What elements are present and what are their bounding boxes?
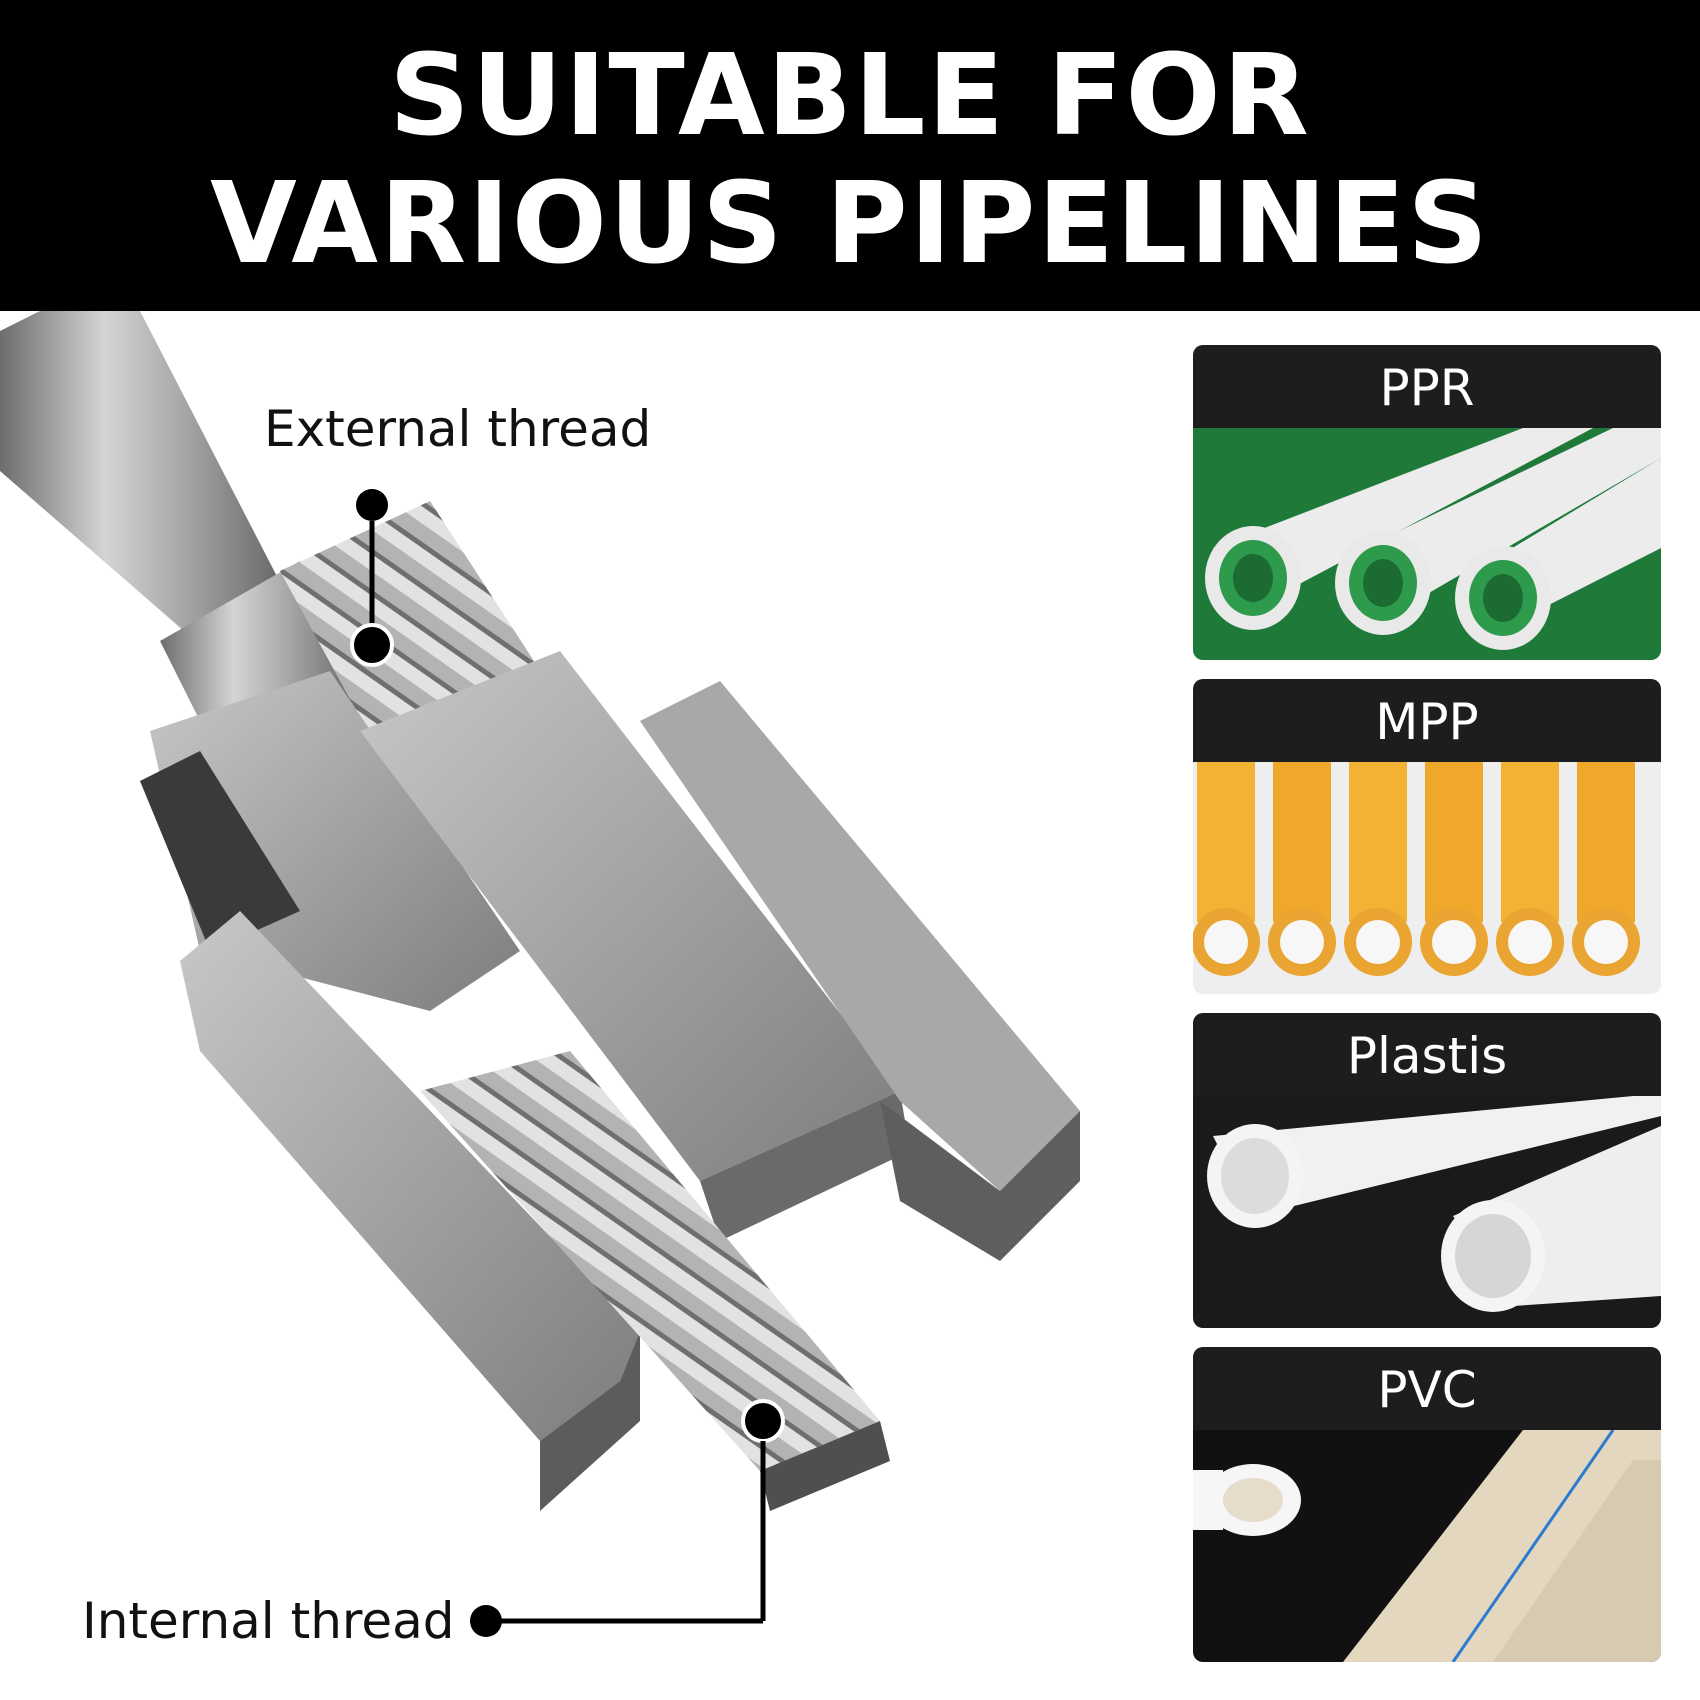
ppr-pipes-image xyxy=(1193,428,1661,660)
pvc-pipes-image xyxy=(1193,1430,1661,1662)
material-card-plastis: Plastis xyxy=(1193,1013,1661,1328)
internal-thread-marker xyxy=(470,1399,785,1637)
material-label: MPP xyxy=(1193,679,1661,762)
material-card-ppr: PPR xyxy=(1193,345,1661,660)
material-card-pvc: PVC xyxy=(1193,1347,1661,1662)
internal-thread-label: Internal thread xyxy=(82,1592,455,1650)
lower-jaw xyxy=(180,911,640,1511)
mpp-pipes-image xyxy=(1193,762,1661,994)
external-thread-label: External thread xyxy=(264,400,652,458)
thread-tool-image xyxy=(0,311,1080,1637)
right-jaw xyxy=(640,681,1080,1261)
title-banner: SUITABLE FOR VARIOUS PIPELINES xyxy=(0,0,1700,311)
plastis-pipes-image xyxy=(1193,1096,1661,1328)
title-line-1: SUITABLE FOR xyxy=(389,31,1311,161)
material-label: Plastis xyxy=(1193,1013,1661,1096)
external-thread-marker xyxy=(350,489,394,667)
material-label: PVC xyxy=(1193,1347,1661,1430)
internal-thread-section xyxy=(420,1051,880,1471)
material-card-mpp: MPP xyxy=(1193,679,1661,994)
title-line-2: VARIOUS PIPELINES xyxy=(210,159,1490,289)
center-jaw xyxy=(360,651,910,1241)
material-label: PPR xyxy=(1193,345,1661,428)
